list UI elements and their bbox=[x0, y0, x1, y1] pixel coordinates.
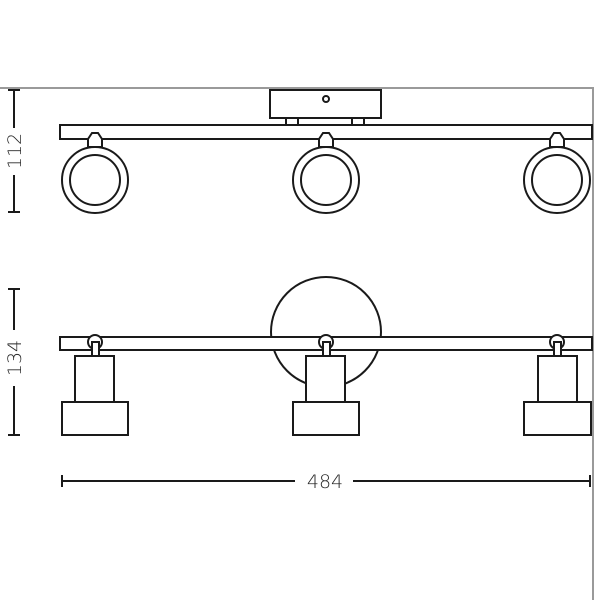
spotlight-front bbox=[292, 334, 360, 436]
canopy-box bbox=[269, 89, 382, 119]
top-view bbox=[59, 89, 593, 214]
dimension-label-112: 112 bbox=[4, 133, 26, 169]
spotlight-top bbox=[61, 132, 129, 214]
front-view bbox=[59, 276, 593, 436]
dimension-134: 134 bbox=[4, 288, 26, 436]
canopy-screw bbox=[322, 95, 330, 103]
dimension-484: 484 bbox=[61, 471, 591, 493]
dimension-label-484: 484 bbox=[307, 471, 343, 493]
dimension-label-134: 134 bbox=[4, 340, 26, 376]
spotlight-front bbox=[523, 334, 592, 436]
dimension-112: 112 bbox=[4, 89, 26, 213]
spotlight-top bbox=[292, 132, 360, 214]
spotlight-front bbox=[61, 334, 129, 436]
spotlight-top bbox=[523, 132, 591, 214]
